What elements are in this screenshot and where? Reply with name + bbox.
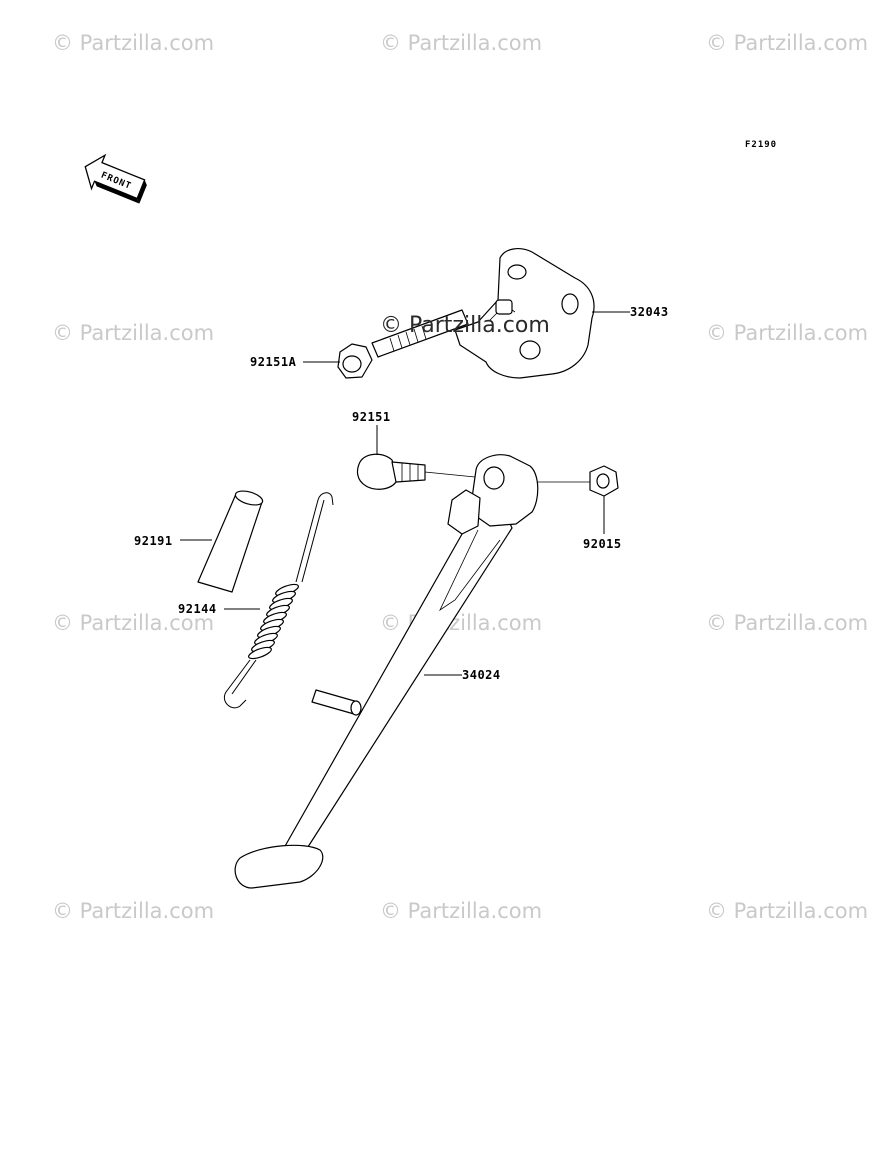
watermark: © Partzilla.com xyxy=(706,31,868,55)
watermark: © Partzilla.com xyxy=(380,899,542,923)
nut-92015 xyxy=(589,465,619,497)
spring-92144 xyxy=(224,492,334,709)
part-label-92191[interactable]: 92191 xyxy=(134,534,173,548)
figure-code: F2190 xyxy=(745,140,777,150)
bolt-92151 xyxy=(356,453,426,490)
sleeve-92191 xyxy=(197,490,264,593)
side-stand-34024 xyxy=(234,454,539,889)
watermark: © Partzilla.com xyxy=(52,899,214,923)
part-label-32043[interactable]: 32043 xyxy=(630,305,669,319)
watermark: © Partzilla.com xyxy=(52,31,214,55)
watermark: © Partzilla.com xyxy=(706,899,868,923)
part-label-92151[interactable]: 92151 xyxy=(352,410,391,424)
part-label-92015[interactable]: 92015 xyxy=(583,537,622,551)
watermark: © Partzilla.com xyxy=(706,611,868,635)
watermark: © Partzilla.com xyxy=(380,31,542,55)
part-label-92144[interactable]: 92144 xyxy=(178,602,217,616)
center-watermark: © Partzilla.com xyxy=(380,313,550,338)
watermark-grid: © Partzilla.com © Partzilla.com © Partzi… xyxy=(52,31,868,923)
watermark: © Partzilla.com xyxy=(706,321,868,345)
part-label-92151A[interactable]: 92151A xyxy=(250,355,297,369)
bracket-32043 xyxy=(454,248,595,379)
watermark: © Partzilla.com xyxy=(52,611,214,635)
watermark: © Partzilla.com xyxy=(52,321,214,345)
front-arrow-icon: FRONT xyxy=(84,153,147,204)
spring-coils xyxy=(248,583,299,660)
watermark: © Partzilla.com xyxy=(380,611,542,635)
part-label-34024[interactable]: 34024 xyxy=(462,668,501,682)
bolt-92151A xyxy=(337,309,469,379)
